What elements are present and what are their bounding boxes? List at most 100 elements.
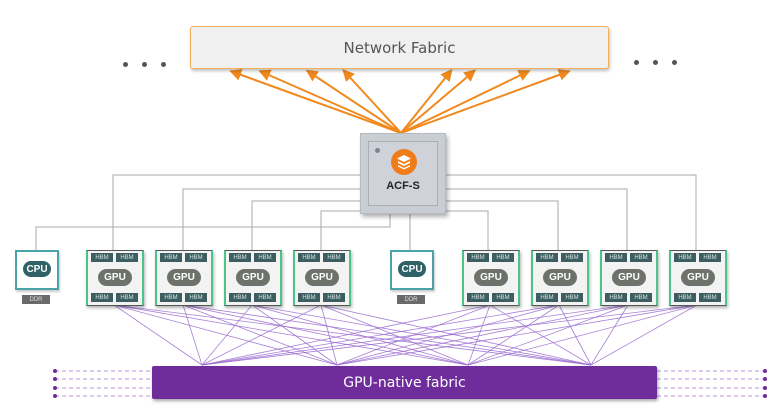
scaleup-link xyxy=(182,304,592,366)
hbm-module: HBM xyxy=(185,293,207,302)
switch-link xyxy=(444,188,628,250)
scaleup-link xyxy=(251,304,592,366)
fabric-stub-endpoint xyxy=(763,394,767,398)
gpu-label: GPU xyxy=(681,269,715,286)
hbm-module: HBM xyxy=(699,253,721,262)
scaleup-link xyxy=(467,304,629,366)
scaleup-link xyxy=(182,304,338,366)
ellipsis-left xyxy=(123,62,166,67)
hbm-module: HBM xyxy=(674,293,696,302)
scaleup-link xyxy=(201,304,491,366)
hbm-module: HBM xyxy=(536,293,558,302)
switch-link xyxy=(444,210,489,250)
gpu-label: GPU xyxy=(236,269,270,286)
fabric-stub-endpoint xyxy=(53,394,57,398)
hbm-module: HBM xyxy=(229,253,251,262)
ddr-memory: DDR xyxy=(397,295,425,304)
uplink-arrow xyxy=(229,69,402,134)
acf-s-switch: ACF-S xyxy=(360,133,446,214)
cpu-label: CPU xyxy=(23,261,51,277)
switch-link xyxy=(320,210,360,250)
hbm-module: HBM xyxy=(116,293,138,302)
scaleup-link xyxy=(558,304,592,366)
network-fabric: Network Fabric xyxy=(190,26,609,69)
scaleup-link xyxy=(590,304,629,366)
uplink-arrow xyxy=(400,70,531,134)
fabric-stub-endpoint xyxy=(763,386,767,390)
uplink-arrow xyxy=(400,68,453,134)
gpu-label: GPU xyxy=(305,269,339,286)
fabric-stub-endpoint xyxy=(53,377,57,381)
scaleup-links xyxy=(113,304,698,366)
hbm-module: HBM xyxy=(185,253,207,262)
switch-links xyxy=(35,174,697,250)
hbm-module: HBM xyxy=(467,293,489,302)
scaleup-link xyxy=(113,304,338,366)
switch-link xyxy=(444,200,559,250)
switch-link xyxy=(35,212,391,250)
switch-link xyxy=(182,188,360,250)
scaleup-link xyxy=(201,304,322,366)
scaleup-link xyxy=(320,304,592,366)
hbm-module: HBM xyxy=(254,293,276,302)
fabric-stub-endpoint xyxy=(53,386,57,390)
hbm-module: HBM xyxy=(323,253,345,262)
scaleup-link xyxy=(590,304,698,366)
uplink-arrow xyxy=(400,69,477,134)
scaleup-link xyxy=(201,304,253,366)
scaleup-link xyxy=(113,304,203,366)
hbm-module: HBM xyxy=(160,293,182,302)
gpu-label: GPU xyxy=(474,269,508,286)
gpu-native-fabric-label: GPU-native fabric xyxy=(343,374,466,391)
scaleup-link xyxy=(467,304,560,366)
hbm-module: HBM xyxy=(630,293,652,302)
hbm-module: HBM xyxy=(229,293,251,302)
hbm-module: HBM xyxy=(254,253,276,262)
scaleup-link xyxy=(467,304,698,366)
scaleup-link xyxy=(336,304,629,366)
hbm-module: HBM xyxy=(116,253,138,262)
uplink-arrows xyxy=(229,68,571,134)
switch-link xyxy=(444,174,697,250)
hbm-module: HBM xyxy=(467,253,489,262)
gpu-native-fabric: GPU-native fabric xyxy=(152,366,657,399)
hbm-module: HBM xyxy=(160,253,182,262)
hbm-module: HBM xyxy=(536,253,558,262)
scaleup-link xyxy=(201,304,629,366)
acf-s-label: ACF-S xyxy=(386,180,420,192)
scaleup-link xyxy=(182,304,203,366)
status-led-icon xyxy=(375,148,380,153)
scaleup-link xyxy=(489,304,592,366)
scaleup-link xyxy=(182,304,469,366)
scaleup-link xyxy=(320,304,469,366)
ellipsis-right xyxy=(634,60,677,65)
cpu-chip: CPU xyxy=(390,250,434,290)
scaleup-link xyxy=(251,304,338,366)
scaleup-link xyxy=(113,304,469,366)
hbm-module: HBM xyxy=(674,253,696,262)
gpu-label: GPU xyxy=(612,269,646,286)
uplink-arrow xyxy=(342,69,402,134)
hbm-module: HBM xyxy=(91,293,113,302)
hbm-module: HBM xyxy=(630,253,652,262)
scaleup-link xyxy=(320,304,338,366)
hbm-module: HBM xyxy=(91,253,113,262)
scaleup-link xyxy=(113,304,592,366)
stacked-layers-icon xyxy=(391,149,417,175)
hbm-module: HBM xyxy=(561,253,583,262)
hbm-module: HBM xyxy=(605,293,627,302)
hbm-module: HBM xyxy=(605,253,627,262)
uplink-arrow xyxy=(400,69,571,134)
uplink-arrow xyxy=(258,69,402,134)
hbm-module: HBM xyxy=(298,253,320,262)
scaleup-link xyxy=(467,304,491,366)
hbm-module: HBM xyxy=(323,293,345,302)
hbm-module: HBM xyxy=(492,293,514,302)
cpu-chip: CPU xyxy=(15,250,59,290)
gpu-label: GPU xyxy=(543,269,577,286)
